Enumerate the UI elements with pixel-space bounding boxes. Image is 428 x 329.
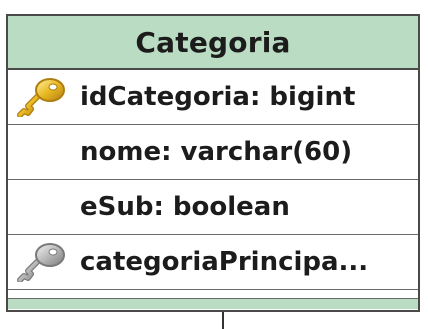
field-label: categoriaPrincipa...: [80, 247, 369, 277]
entity-title: Categoria: [135, 25, 291, 59]
relationship-connector-line: [222, 312, 224, 329]
field-label: nome: varchar(60): [80, 137, 353, 167]
foreign-key-icon: [14, 242, 74, 283]
field-row-categoria-principal[interactable]: categoriaPrincipa...: [8, 235, 418, 290]
field-row-nome[interactable]: nome: varchar(60): [8, 125, 418, 180]
primary-key-icon: [14, 77, 74, 118]
field-row-esub[interactable]: eSub: boolean: [8, 180, 418, 235]
entity-header: Categoria: [8, 16, 418, 70]
field-label: eSub: boolean: [80, 192, 290, 222]
entity-table-categoria[interactable]: Categoria idCategoria: bigint nome: var: [6, 14, 420, 312]
entity-footer: [8, 299, 418, 309]
entity-methods-section: [8, 290, 418, 299]
field-label: idCategoria: bigint: [80, 82, 356, 112]
field-row-id-categoria[interactable]: idCategoria: bigint: [8, 70, 418, 125]
